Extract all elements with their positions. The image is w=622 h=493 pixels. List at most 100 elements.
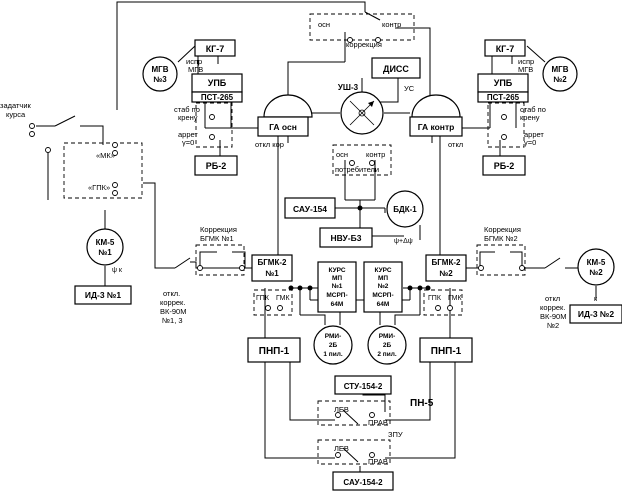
svg-text:№1, 3: №1, 3 — [162, 316, 183, 325]
block-rb2-left: РБ-2 — [194, 155, 238, 176]
annotations: задатчик курса «МК» «ГПК» осн контр корр… — [0, 20, 598, 466]
svg-text:64М: 64М — [377, 301, 390, 308]
svg-text:МСРП-: МСРП- — [372, 292, 393, 299]
svg-text:«МК»: «МК» — [96, 151, 115, 160]
svg-text:ВК-90М: ВК-90М — [160, 307, 186, 316]
svg-text:ГПК: ГПК — [428, 295, 442, 302]
svg-text:ГПК: ГПК — [256, 295, 270, 302]
svg-text:2Б: 2Б — [383, 342, 392, 349]
svg-text:курса: курса — [6, 110, 26, 119]
svg-text:испр: испр — [186, 57, 202, 66]
svg-text:откл кор: откл кор — [255, 140, 284, 149]
block-mgv3: МГВ №3 — [142, 56, 178, 92]
svg-text:НВУ-Б3: НВУ-Б3 — [331, 233, 362, 243]
svg-text:МП: МП — [332, 275, 342, 282]
svg-text:№1: №1 — [265, 269, 279, 278]
svg-text:64М: 64М — [331, 301, 344, 308]
svg-text:РМИ-: РМИ- — [379, 333, 396, 340]
svg-text:ψ к: ψ к — [112, 267, 123, 274]
block-sau154: САУ-154 — [284, 197, 336, 219]
svg-text:ГМК: ГМК — [276, 295, 290, 302]
svg-text:КУРС: КУРС — [328, 267, 345, 274]
svg-text:крену: крену — [178, 113, 198, 122]
block-rb2-right: РБ-2 — [482, 155, 526, 176]
svg-text:ИД-3 №2: ИД-3 №2 — [578, 309, 615, 319]
svg-text:коррекция: коррекция — [346, 40, 382, 49]
svg-text:БГМК-2: БГМК-2 — [258, 258, 287, 267]
svg-text:МП: МП — [378, 275, 388, 282]
svg-text:ЛЕВ: ЛЕВ — [334, 444, 349, 453]
svg-text:ПНП-1: ПНП-1 — [431, 346, 462, 357]
block-mgv2: МГВ №2 — [542, 56, 578, 92]
block-bgmk2-right: БГМК-2 №2 — [425, 254, 467, 282]
block-kg7-right: КГ-7 — [484, 39, 526, 57]
svg-text:УС: УС — [404, 84, 415, 93]
svg-text:САУ-154: САУ-154 — [293, 204, 327, 214]
svg-text:УПБ: УПБ — [208, 78, 227, 88]
svg-text:аррет: аррет — [524, 130, 544, 139]
svg-text:КУРС: КУРС — [374, 267, 391, 274]
svg-text:БДК-1: БДК-1 — [393, 205, 417, 214]
block-km5-left: КМ-5 №1 — [86, 228, 124, 266]
svg-text:аррет: аррет — [178, 130, 198, 139]
svg-text:САУ-154-2: САУ-154-2 — [343, 478, 383, 487]
svg-text:СТУ-154-2: СТУ-154-2 — [344, 382, 383, 391]
block-rmi-2: РМИ- 2Б 2 пил. — [367, 325, 407, 365]
svg-text:УШ-3: УШ-3 — [338, 83, 359, 92]
svg-text:№2: №2 — [553, 75, 567, 84]
svg-text:«ГПК»: «ГПК» — [88, 183, 110, 192]
block-bgmk2-left: БГМК-2 №1 — [251, 254, 293, 282]
dashed-groups — [63, 13, 526, 465]
svg-text:РБ-2: РБ-2 — [206, 161, 226, 171]
svg-text:ВК-90М: ВК-90М — [540, 312, 566, 321]
svg-text:КГ-7: КГ-7 — [496, 44, 515, 54]
svg-text:№2: №2 — [547, 321, 559, 330]
block-nvu-b3: НВУ-Б3 — [319, 227, 373, 248]
svg-text:ПРАВ: ПРАВ — [368, 457, 388, 466]
block-pnp-left: ПНП-1 — [247, 337, 301, 363]
block-kg7-left: КГ-7 — [194, 39, 236, 57]
svg-text:ЛЕВ: ЛЕВ — [334, 405, 349, 414]
block-stu154: СТУ-154-2 — [334, 375, 392, 395]
svg-text:УПБ: УПБ — [494, 78, 513, 88]
block-bdk1: БДК-1 — [386, 190, 424, 228]
pn5-label: ПН-5 — [410, 398, 434, 409]
svg-text:осн: осн — [318, 20, 330, 29]
svg-text:КГ-7: КГ-7 — [206, 44, 225, 54]
svg-text:ИД-3 №1: ИД-3 №1 — [85, 290, 122, 300]
svg-text:№2: №2 — [589, 268, 603, 277]
svg-text:ГА осн: ГА осн — [269, 122, 297, 132]
block-sau154-2: САУ-154-2 — [332, 471, 394, 491]
svg-text:контр: контр — [366, 150, 385, 159]
block-ush3: УШ-3 — [338, 83, 384, 135]
svg-text:коррек.: коррек. — [160, 298, 185, 307]
svg-text:контр: контр — [382, 20, 401, 29]
svg-text:коррек.: коррек. — [540, 303, 565, 312]
svg-text:Коррекция: Коррекция — [484, 225, 521, 234]
svg-text:МГВ: МГВ — [518, 65, 533, 74]
svg-text:КМ-5: КМ-5 — [96, 238, 115, 247]
block-diss: ДИСС — [371, 57, 421, 79]
block-id3-left: ИД-3 №1 — [74, 285, 132, 305]
svg-text:крену: крену — [520, 113, 540, 122]
block-km5-right: КМ-5 №2 — [577, 248, 615, 286]
svg-text:ДИСС: ДИСС — [383, 64, 409, 74]
svg-text:1 пил.: 1 пил. — [323, 351, 342, 358]
svg-text:откл: откл — [448, 140, 463, 149]
block-kurs-mp2: КУРС МП №2 МСРП- 64М — [363, 261, 403, 313]
svg-text:№1: №1 — [332, 283, 343, 290]
block-pnp-right: ПНП-1 — [419, 337, 473, 363]
svg-text:2Б: 2Б — [329, 342, 338, 349]
block-upb-pst-left: УПБ ПСТ-265 — [191, 73, 243, 103]
svg-text:γ=0: γ=0 — [524, 138, 536, 147]
svg-text:Коррекция: Коррекция — [200, 225, 237, 234]
svg-text:ГМК: ГМК — [448, 295, 462, 302]
block-ga-kontr: ГА контр — [409, 94, 463, 137]
svg-text:МГВ: МГВ — [552, 65, 569, 74]
block-upb-pst-right: УПБ ПСТ-265 — [477, 73, 529, 103]
svg-text:стаб по: стаб по — [520, 105, 546, 114]
svg-text:МГВ: МГВ — [152, 65, 169, 74]
switch-contacts — [29, 37, 525, 458]
svg-text:№2: №2 — [378, 283, 389, 290]
